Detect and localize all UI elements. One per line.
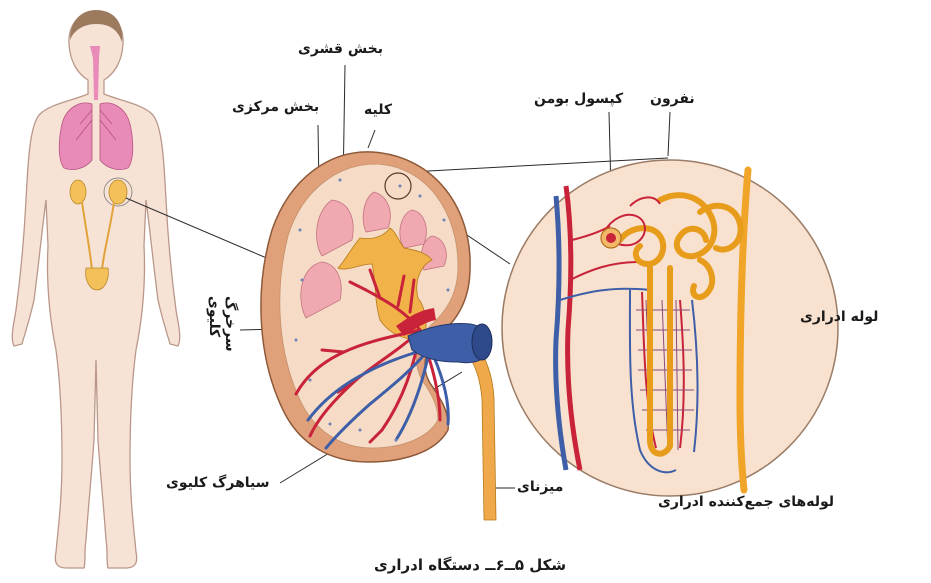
label-renal-vein: سیاهرگ کلیوی <box>166 476 270 490</box>
small-left-kidney <box>70 180 86 204</box>
label-renal-artery-line1: سرخرگ <box>222 296 238 352</box>
label-bowman-capsule: کپسول بومن <box>534 92 623 106</box>
small-right-kidney <box>109 180 127 204</box>
label-ureter: میزنای <box>517 480 563 494</box>
renal-vein-opening <box>472 324 492 360</box>
kidney-cross-section <box>261 152 496 520</box>
nephron-magnified-circle <box>502 160 838 496</box>
label-urinary-tubule: لوله ادراری <box>800 310 878 324</box>
figure-caption: شکل ۵ــ۶ــ دستگاه ادراری <box>374 558 566 573</box>
label-nephron: نفرون <box>650 92 695 106</box>
label-renal-artery-line2: کلیوی <box>206 296 222 337</box>
label-kidney: کلیه <box>364 103 392 117</box>
human-body-figure <box>12 10 179 568</box>
label-renal-artery: سرخرگ کلیوی <box>206 296 238 352</box>
label-collecting-ducts: لوله‌های جمع‌کننده ادراری <box>658 495 834 509</box>
label-medulla: بخش مرکزی <box>232 100 319 114</box>
label-cortex: بخش قشری <box>298 42 383 56</box>
